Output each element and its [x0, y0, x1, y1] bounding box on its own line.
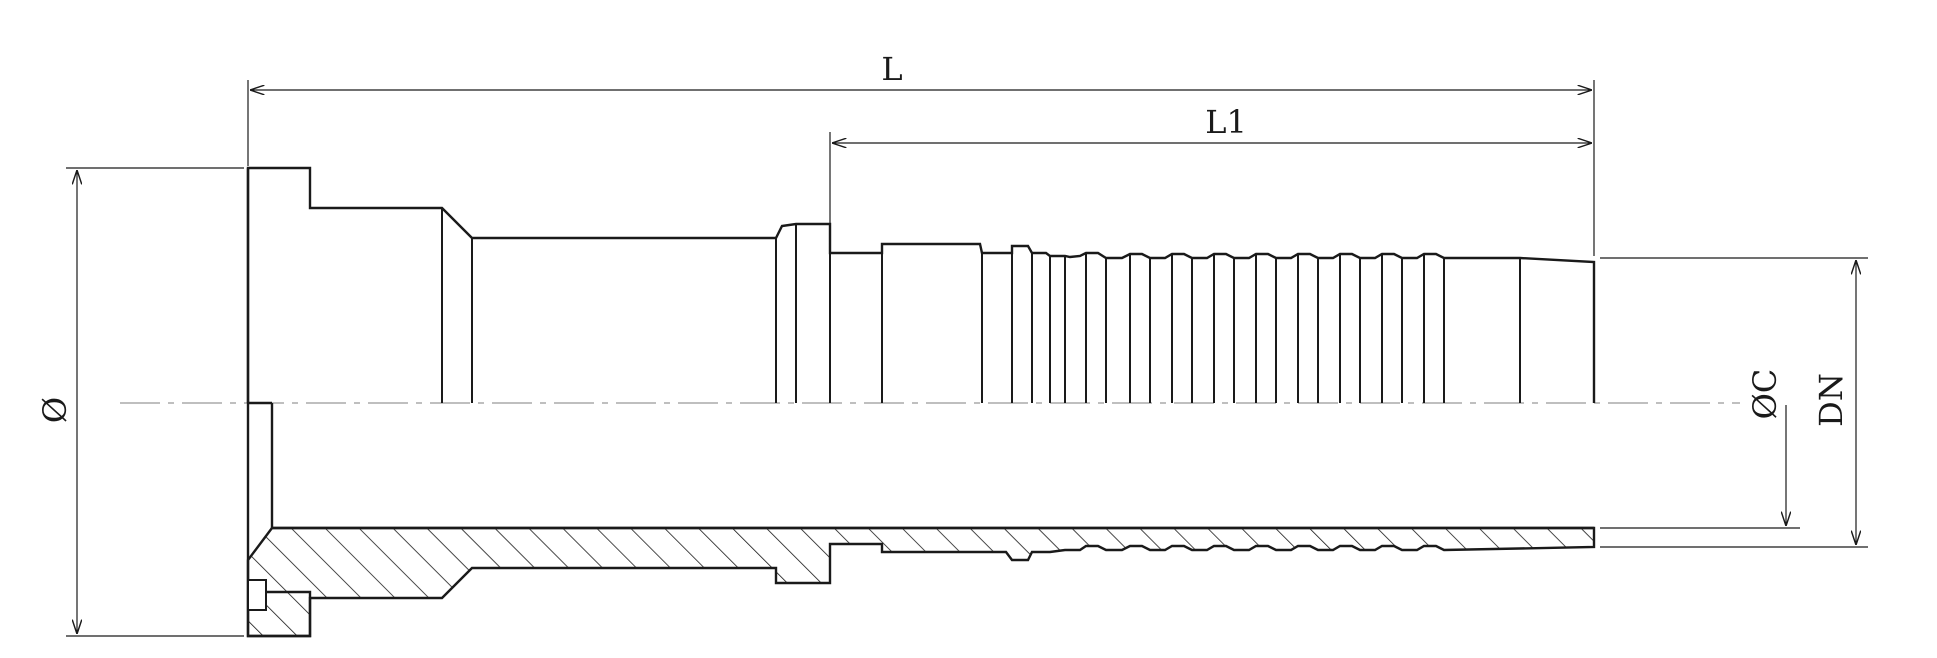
seal-groove — [247, 579, 267, 611]
dimension-L1 — [829, 132, 1592, 248]
dimension-L1-label: L1 — [1205, 103, 1247, 141]
dimension-flange-diameter-label: Ø — [36, 397, 74, 423]
dimension-flange-diameter — [66, 167, 244, 637]
dimension-DN — [1600, 257, 1868, 548]
hatched-wall-section — [246, 526, 1596, 638]
dimension-bore-diameter — [1600, 405, 1800, 529]
dimension-bore-diameter-label: ØC — [1746, 369, 1784, 420]
upper-outer-profile — [246, 166, 1596, 403]
upper-step-lines — [441, 208, 1521, 403]
dimension-L — [247, 80, 1595, 256]
dimension-DN-label: DN — [1812, 373, 1850, 427]
dimension-L-label: L — [881, 50, 902, 88]
